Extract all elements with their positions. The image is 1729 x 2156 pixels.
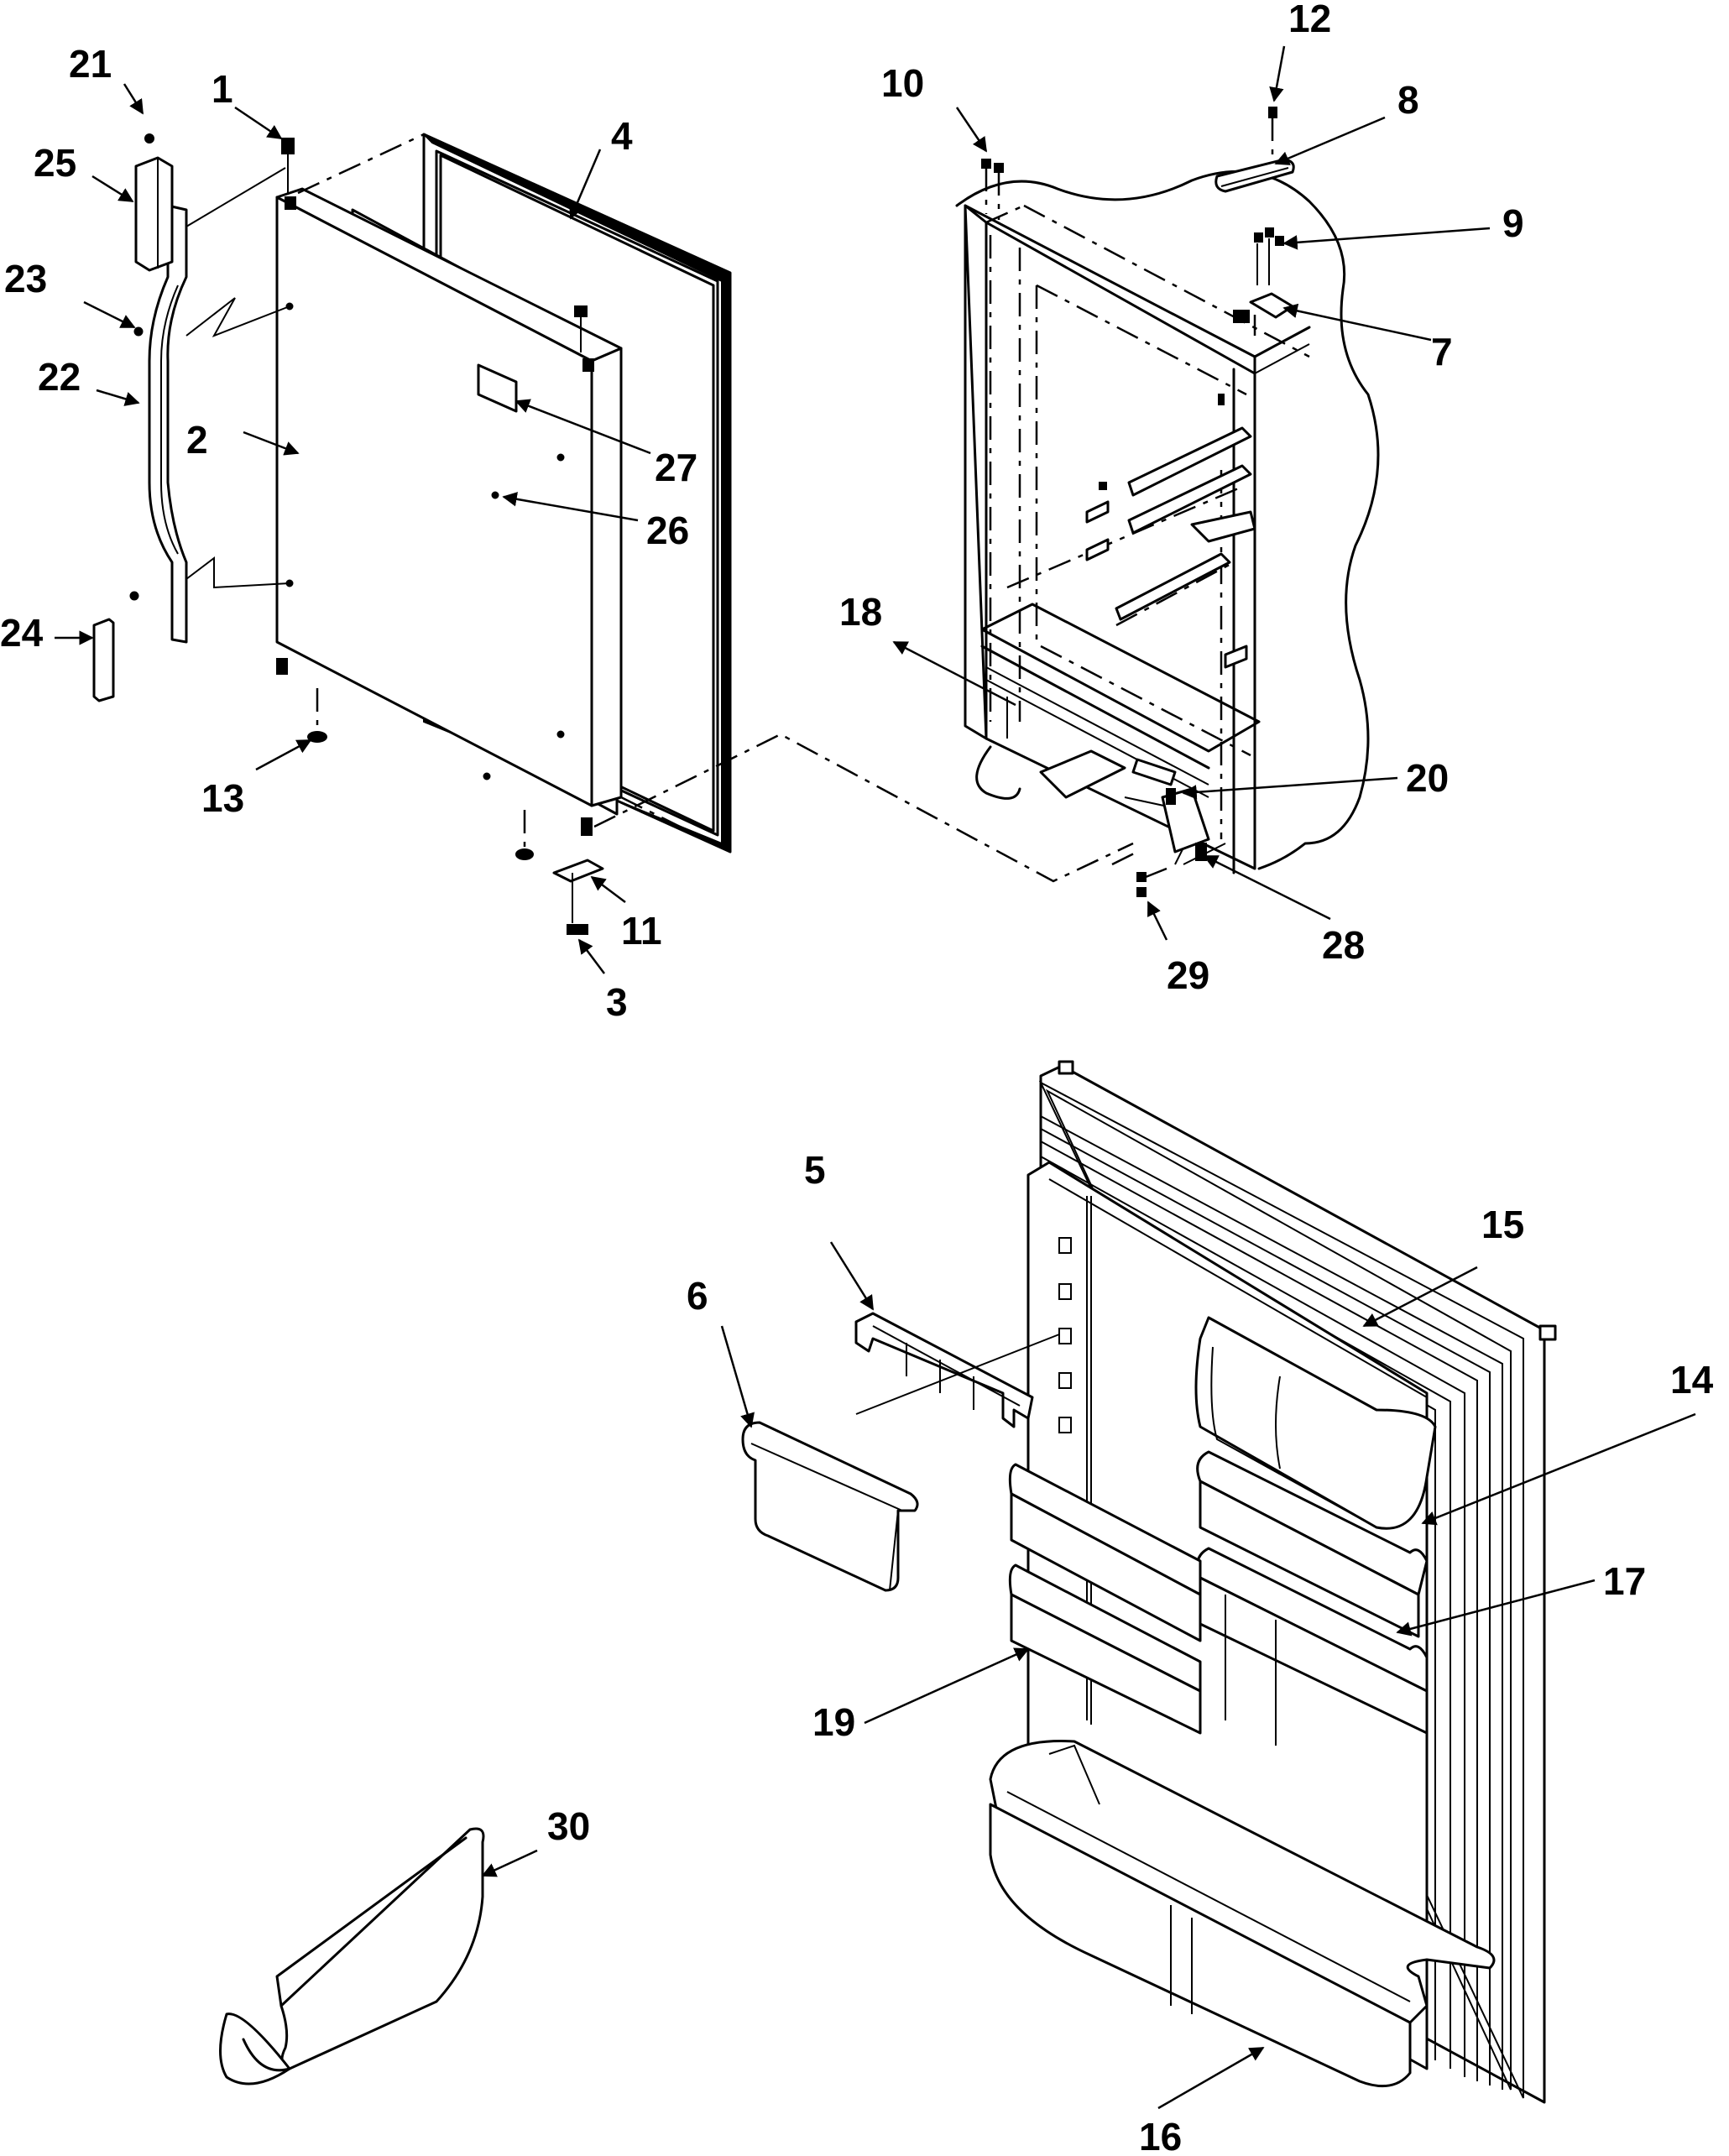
- callout-15: 15: [1481, 1203, 1524, 1246]
- callout-29: 29: [1167, 953, 1209, 997]
- plug-button-hole: [491, 491, 499, 499]
- dairy-door: [1194, 1316, 1437, 1530]
- callout-27: 27: [655, 446, 697, 489]
- callout-1: 1: [212, 67, 233, 111]
- callout-23: 23: [4, 257, 47, 300]
- callout-30: 30: [547, 1804, 590, 1848]
- hinge-pin-top: [281, 138, 295, 154]
- callout-5: 5: [804, 1148, 826, 1192]
- callout-17: 17: [1603, 1559, 1646, 1603]
- callout-18: 18: [839, 590, 882, 634]
- callout-11: 11: [621, 909, 662, 953]
- handle-screw-top: [144, 133, 154, 144]
- callout-28: 28: [1322, 923, 1365, 967]
- door-handle: [148, 204, 188, 644]
- callout-3: 3: [606, 980, 628, 1024]
- callout-13: 13: [201, 776, 244, 820]
- callout-10: 10: [881, 61, 924, 105]
- door-rail-slots: [1058, 1237, 1072, 1433]
- callout-4: 4: [611, 114, 633, 158]
- door-shelf-upper-right: [1196, 1450, 1429, 1638]
- door-inner-assembly: [741, 1060, 1557, 2104]
- door-shelf-upper-left: [1008, 1463, 1202, 1642]
- door-bottom-bin: [989, 1740, 1496, 2088]
- handle-cap-top: [134, 156, 174, 272]
- callout-26: 26: [646, 509, 689, 552]
- shelf-supports: [1085, 394, 1256, 669]
- callout-7: 7: [1431, 330, 1453, 373]
- door-assembly: [92, 133, 1134, 935]
- callout-22: 22: [38, 355, 81, 399]
- top-hinge: [1233, 292, 1294, 336]
- callout-21: 21: [69, 42, 112, 86]
- top-hinge-cover: [1214, 158, 1295, 193]
- door-small-bin: [741, 1421, 919, 1592]
- door-shelf-lower-left: [1008, 1563, 1202, 1735]
- callout-2: 2: [186, 418, 208, 462]
- callout-12: 12: [1288, 0, 1331, 40]
- callout-6: 6: [687, 1274, 708, 1318]
- crisper-trim: [219, 1827, 485, 2086]
- callout-24: 24: [0, 611, 44, 655]
- handle-cap-bottom: [92, 618, 115, 702]
- callout-14: 14: [1670, 1358, 1714, 1402]
- door-plug: [307, 731, 327, 743]
- lower-hinge-bracket: [1161, 787, 1210, 861]
- callout-8: 8: [1397, 78, 1419, 122]
- bottom-hinge: [552, 859, 604, 923]
- leader-lines: [55, 45, 1696, 2110]
- callout-16: 16: [1139, 2115, 1182, 2156]
- door-panel: [275, 187, 623, 807]
- callout-19: 19: [812, 1700, 855, 1744]
- cabinet: [955, 107, 1380, 897]
- callout-9: 9: [1502, 201, 1524, 245]
- callout-20: 20: [1406, 756, 1449, 800]
- callout-25: 25: [34, 141, 76, 185]
- door-rail: [854, 1312, 1034, 1428]
